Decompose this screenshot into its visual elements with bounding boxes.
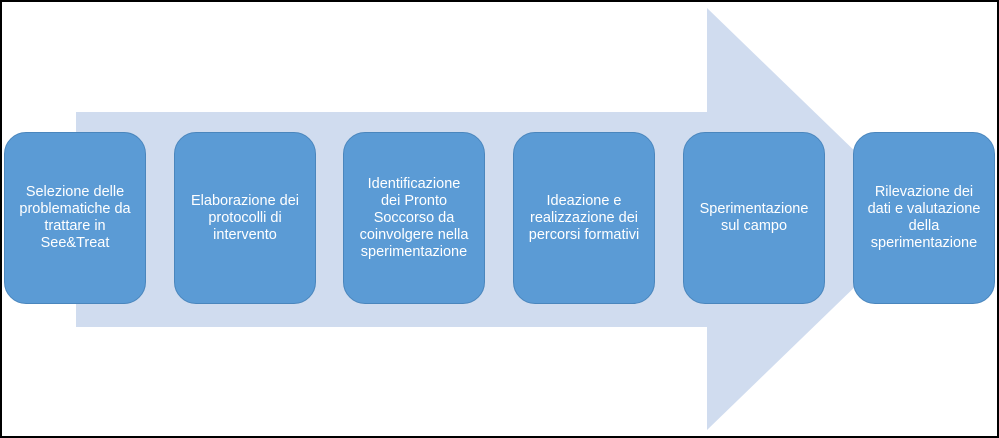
- step-4-label: Ideazione e realizzazione dei percorsi f…: [528, 192, 640, 243]
- step-1: Selezione delle problematiche da trattar…: [4, 132, 146, 304]
- arrow-shape: [76, 8, 925, 430]
- step-5: Sperimentazione sul campo: [683, 132, 825, 304]
- step-6-label: Rilevazione dei dati e valutazione della…: [867, 184, 981, 251]
- step-5-label: Sperimentazione sul campo: [699, 201, 809, 234]
- step-4: Ideazione e realizzazione dei percorsi f…: [513, 132, 655, 304]
- step-3: Identificazione dei Pronto Soccorso da c…: [343, 132, 485, 304]
- step-6: Rilevazione dei dati e valutazione della…: [853, 132, 995, 304]
- step-2: Elaborazione dei protocolli di intervent…: [174, 132, 316, 304]
- step-1-label: Selezione delle problematiche da trattar…: [19, 184, 131, 251]
- step-2-label: Elaborazione dei protocolli di intervent…: [190, 192, 300, 243]
- step-3-label: Identificazione dei Pronto Soccorso da c…: [359, 175, 469, 260]
